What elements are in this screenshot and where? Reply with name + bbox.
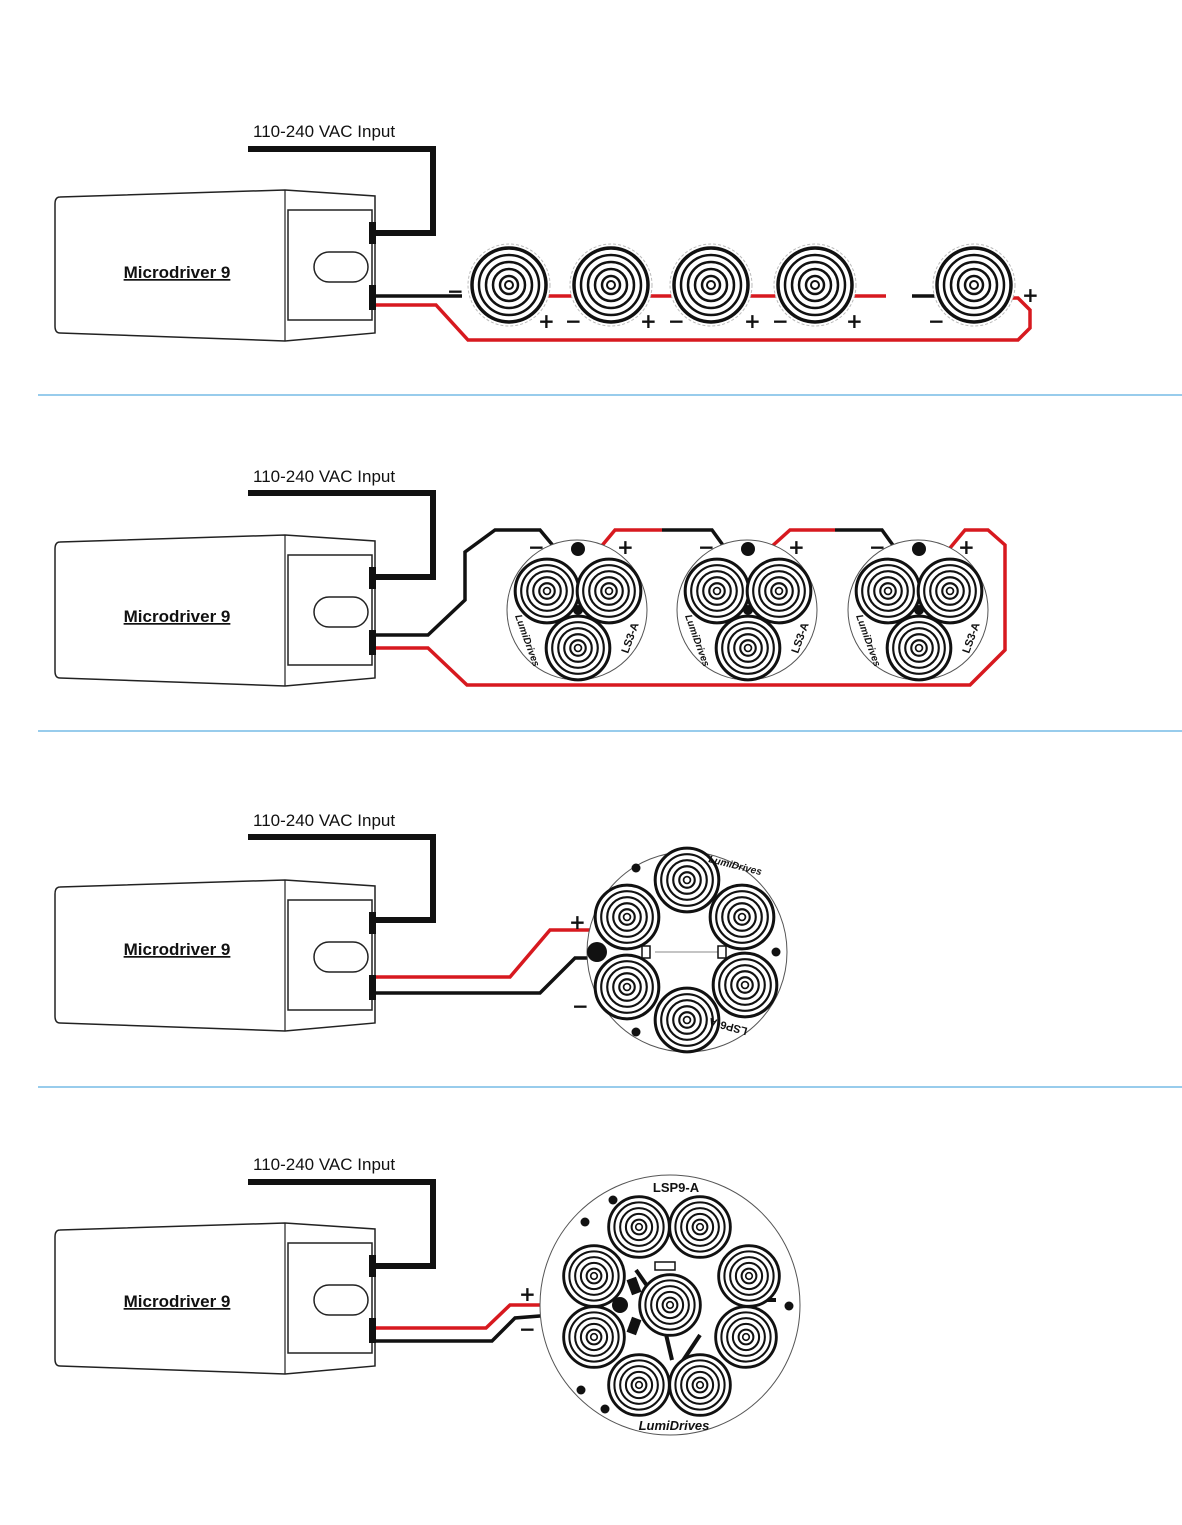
section-4-lsp9-board: Microdriver 9 110-240 VAC Input [54, 1155, 801, 1436]
ac-input-wire-1 [248, 146, 436, 236]
led-star-2 [569, 243, 653, 327]
lsp6-board: LumiDrives LSP6-A [586, 846, 788, 1054]
negative-wire-2 [376, 528, 557, 637]
driver-1: Microdriver 9 [54, 189, 377, 342]
minus-sign: − [565, 309, 582, 333]
positive-wire-3 [376, 928, 592, 979]
section-2-ls3-boards: Microdriver 9 110-240 VAC Input LumiDriv… [54, 467, 1007, 687]
plus-sign: + [569, 910, 586, 934]
negative-wire-3 [376, 956, 590, 995]
input-label-2: 110-240 VAC Input [253, 467, 395, 486]
minus-sign: − [572, 994, 589, 1018]
ls3-board-1: LumiDrives LS3-A [506, 539, 648, 682]
driver-2-label: Microdriver 9 [124, 607, 231, 626]
ac-input-wire-2 [248, 490, 436, 580]
minus-sign: − [519, 1317, 536, 1341]
plus-sign: + [788, 535, 805, 559]
plus-sign: + [1022, 283, 1039, 307]
led-star-1 [467, 243, 551, 327]
lsp9-board: LSP9-A LumiDrives [539, 1174, 801, 1436]
model-label: LSP9-A [653, 1180, 700, 1195]
minus-sign: − [668, 309, 685, 333]
plus-sign: + [846, 309, 863, 333]
ls3-board-2: LumiDrives LS3-A [676, 539, 818, 682]
minus-sign: − [528, 535, 545, 559]
minus-sign: − [869, 535, 886, 559]
ac-input-wire-3 [248, 834, 436, 923]
ls3-board-3: LumiDrives LS3-A [847, 539, 989, 682]
positive-wire-2 [376, 528, 1007, 687]
plus-sign: + [640, 309, 657, 333]
input-label-4: 110-240 VAC Input [253, 1155, 395, 1174]
section-3-lsp6-board: Microdriver 9 110-240 VAC Input LumiDriv… [54, 811, 788, 1054]
brand-label: LumiDrives [639, 1418, 710, 1433]
input-label-3: 110-240 VAC Input [253, 811, 395, 830]
driver-3-label: Microdriver 9 [124, 940, 231, 959]
positive-wire-1 [376, 296, 1032, 342]
plus-sign: + [519, 1282, 536, 1306]
plus-sign: + [744, 309, 761, 333]
minus-sign: − [772, 309, 789, 333]
minus-sign: − [447, 279, 464, 303]
led-star-4 [773, 243, 857, 327]
minus-sign: − [698, 535, 715, 559]
section-1-individual-leds: Microdriver 9 110-240 VAC Input [54, 122, 1039, 342]
led-star-5 [932, 243, 1016, 327]
led-star-3 [669, 243, 753, 327]
driver-4-label: Microdriver 9 [124, 1292, 231, 1311]
minus-sign: − [928, 309, 945, 333]
ac-input-wire-4 [248, 1179, 436, 1269]
input-label-1: 110-240 VAC Input [253, 122, 395, 141]
plus-sign: + [958, 535, 975, 559]
driver-1-label: Microdriver 9 [124, 263, 231, 282]
plus-sign: + [617, 535, 634, 559]
plus-sign: + [538, 309, 555, 333]
